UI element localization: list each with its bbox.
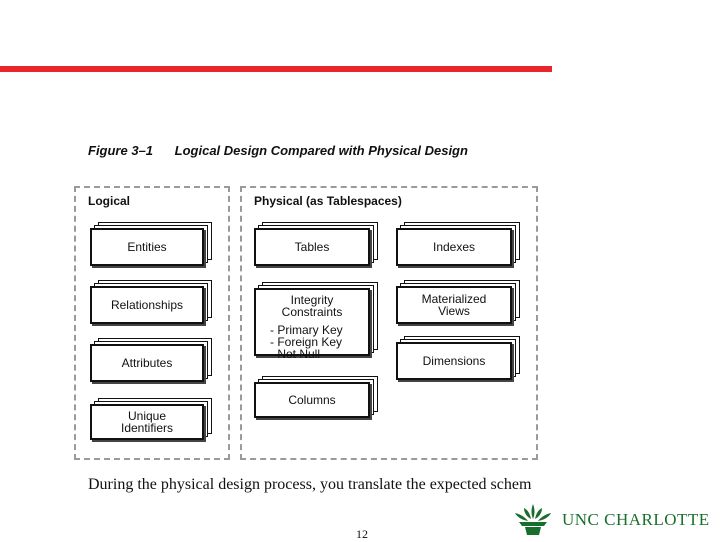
entity-box-entities: Entities [90,222,212,266]
physical-box-materialized-views: Materialized Views [396,280,520,324]
figure-title: Figure 3–1 Logical Design Compared with … [88,143,468,158]
physical-label: Indexes [396,228,512,266]
integrity-list: - Primary Key - Foreign Key - Not Null [270,324,343,360]
figure-caption: During the physical design process, you … [88,476,532,493]
physical-label: Tables [254,228,370,266]
crown-icon [515,504,551,535]
entity-label: Relationships [90,286,204,324]
unc-charlotte-logo: UNC CHARLOTTE [510,502,709,536]
physical-panel-label: Physical (as Tablespaces) [254,194,402,208]
header-accent-bar [0,66,552,72]
physical-label: Materialized Views [396,286,512,324]
integrity-item: - Not Null [270,347,321,361]
physical-box-indexes: Indexes [396,222,520,266]
physical-panel: Physical (as Tablespaces) [240,186,538,460]
physical-label: Dimensions [396,342,512,380]
integrity-item: - Primary Key [270,323,343,337]
integrity-item: - Foreign Key [270,335,343,349]
physical-box-integrity-constraints: Integrity Constraints - Primary Key - Fo… [254,282,378,360]
physical-label: Columns [254,382,370,418]
entity-box-attributes: Attributes [90,338,212,382]
logical-panel-label: Logical [88,194,131,208]
logical-panel: Logical [74,186,230,460]
entity-label: Attributes [90,344,204,382]
entity-box-relationships: Relationships [90,280,212,324]
page-number: 12 [356,527,368,541]
figure-title-text: Logical Design Compared with Physical De… [174,143,468,158]
physical-box-tables: Tables [254,222,378,266]
entity-label: Unique Identifiers [90,404,204,440]
physical-box-columns: Columns [254,376,378,418]
integrity-title: Integrity Constraints [281,293,343,319]
logo-text: UNC CHARLOTTE [562,510,710,529]
figure-number: Figure 3–1 [88,143,154,158]
entity-label: Entities [90,228,204,266]
entity-box-unique-identifiers: Unique Identifiers [90,398,212,440]
physical-box-dimensions: Dimensions [396,336,520,380]
